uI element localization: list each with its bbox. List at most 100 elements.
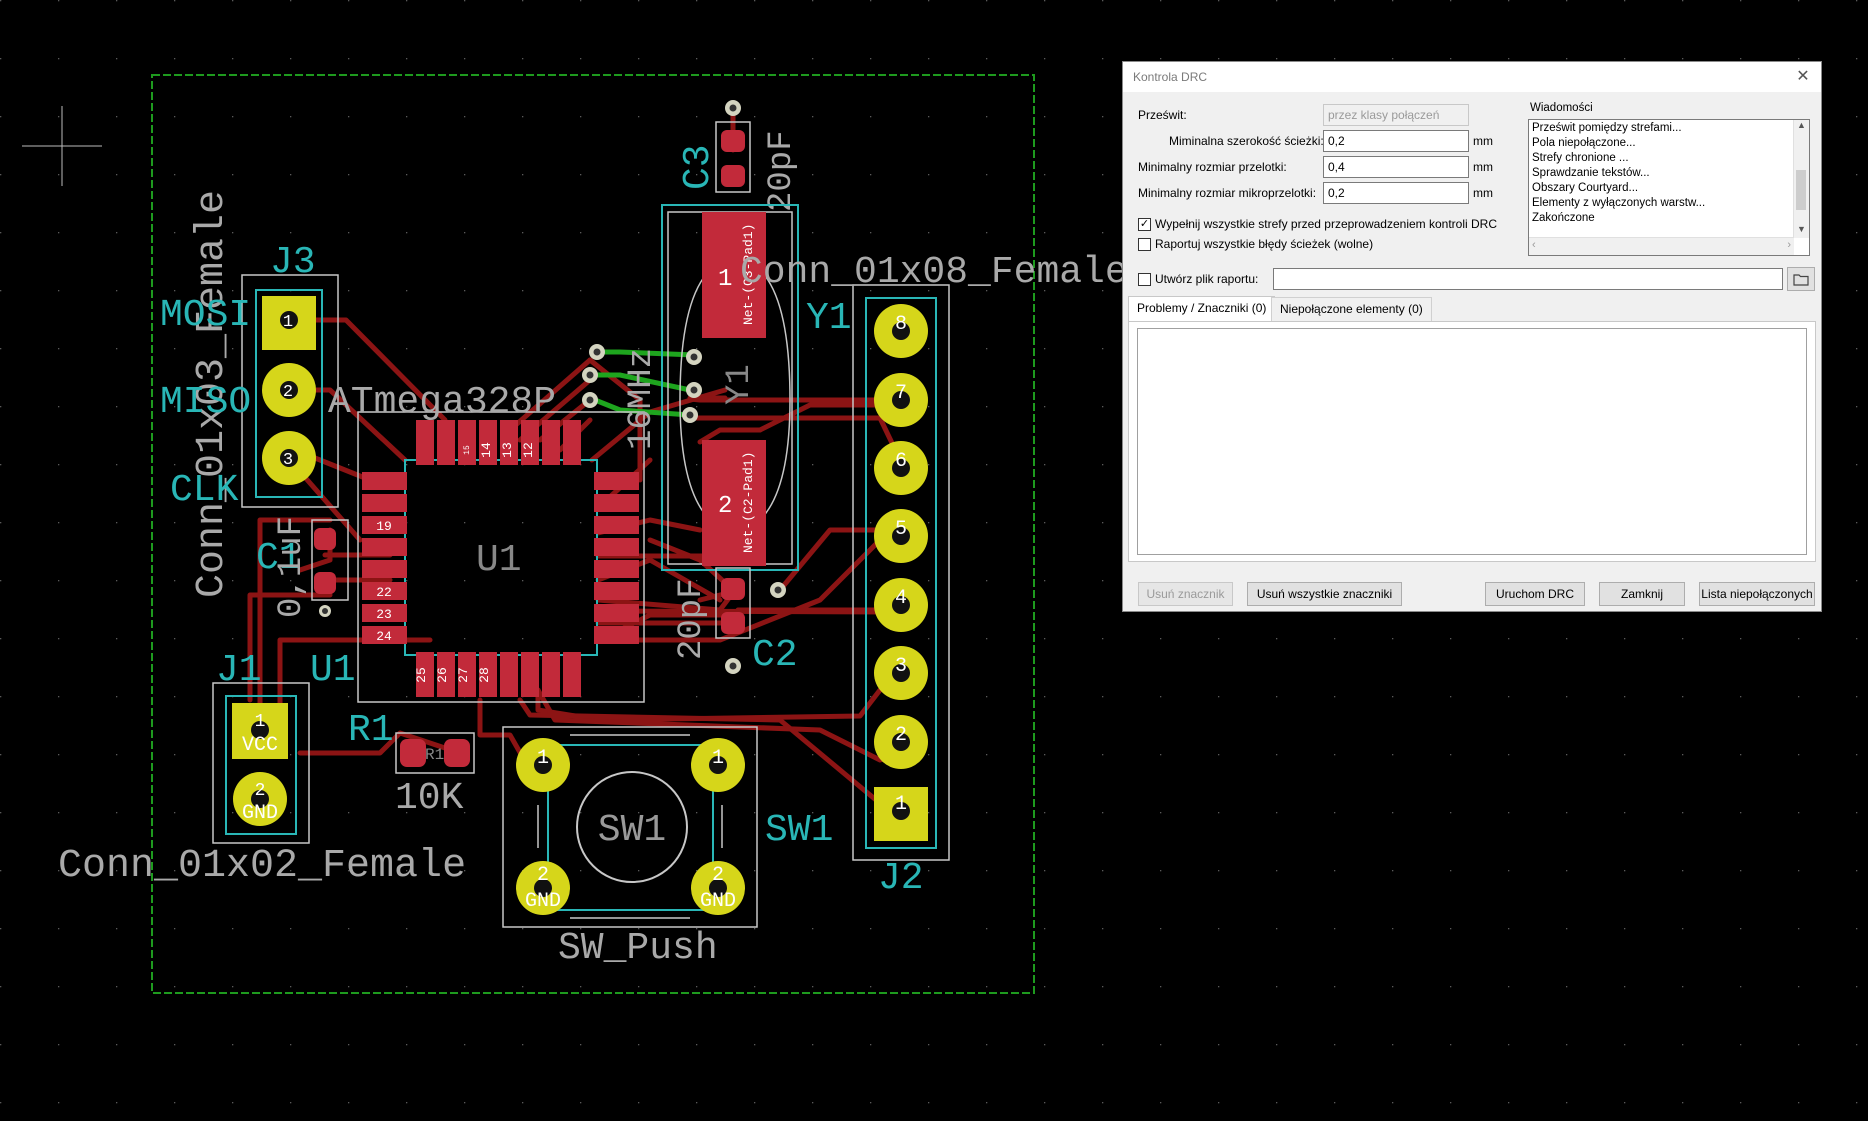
y1-ref-label: Y1 bbox=[806, 297, 852, 340]
delete-all-markers-button[interactable]: Usuń wszystkie znaczniki bbox=[1247, 582, 1402, 606]
j3-footprint bbox=[241, 274, 339, 508]
sw1-gnd-right-label: GND bbox=[700, 890, 736, 913]
report-file-label: Utwórz plik raportu: bbox=[1155, 272, 1259, 286]
min-via-unit: mm bbox=[1473, 160, 1493, 174]
j1-pin-2: 2 bbox=[255, 781, 266, 801]
dialog-title: Kontrola DRC bbox=[1133, 70, 1208, 84]
net-c2-label: Net-(C2-Pad1) bbox=[741, 452, 756, 553]
svg-text:24: 24 bbox=[376, 629, 392, 644]
miso-label: MISO bbox=[160, 381, 251, 424]
message-line: Pola niepołączone... bbox=[1532, 137, 1636, 149]
svg-text:28: 28 bbox=[477, 667, 492, 683]
message-line: Obszary Courtyard... bbox=[1532, 182, 1639, 194]
report-file-input[interactable] bbox=[1273, 268, 1783, 290]
svg-text:22: 22 bbox=[376, 585, 392, 600]
markers-panel bbox=[1128, 321, 1816, 562]
messages-list[interactable]: Prześwit pomiędzy strefami... Pola niepo… bbox=[1528, 119, 1810, 256]
scrollbar-thumb[interactable] bbox=[1796, 170, 1806, 210]
j3-ref-label: J3 bbox=[270, 241, 316, 284]
u1-fab-label: U1 bbox=[476, 539, 522, 582]
u1-ref-label: U1 bbox=[310, 649, 356, 692]
scroll-right-icon[interactable]: › bbox=[1787, 239, 1791, 251]
r1-fab-label: R1 bbox=[425, 746, 444, 764]
svg-text:2: 2 bbox=[895, 724, 907, 747]
min-microvia-size-input[interactable]: 0,2 bbox=[1323, 182, 1469, 204]
scroll-up-icon[interactable]: ▲ bbox=[1797, 120, 1806, 130]
c2-ref-label: C2 bbox=[752, 634, 798, 677]
report-file-checkbox[interactable] bbox=[1138, 273, 1151, 286]
list-unconnected-button[interactable]: Lista niepołączonych bbox=[1699, 582, 1815, 606]
svg-text:2: 2 bbox=[537, 864, 549, 887]
svg-text:8: 8 bbox=[895, 313, 907, 336]
y1-footprint bbox=[582, 204, 799, 571]
delete-marker-button[interactable]: Usuń znacznik bbox=[1138, 582, 1233, 606]
j2-pin-numbers: 8 7 6 5 4 3 2 1 bbox=[895, 313, 907, 816]
svg-text:14: 14 bbox=[479, 442, 494, 458]
sw1-fab-label: SW1 bbox=[598, 809, 666, 852]
j3-pin-1: 1 bbox=[283, 313, 293, 332]
svg-text:23: 23 bbox=[376, 607, 392, 622]
svg-text:25: 25 bbox=[414, 667, 429, 683]
fill-zones-label: Wypełnij wszystkie strefy przed przeprow… bbox=[1155, 217, 1498, 231]
j1-footprint bbox=[212, 682, 310, 844]
j1-vcc-label: VCC bbox=[242, 734, 278, 757]
u1-footprint bbox=[357, 411, 645, 703]
min-track-width-input[interactable]: 0,2 bbox=[1323, 130, 1469, 152]
clearance-label: Prześwit: bbox=[1138, 108, 1187, 122]
message-line: Prześwit pomiędzy strefami... bbox=[1532, 122, 1682, 134]
j3-value-label: Conn_01x03_Female bbox=[190, 190, 235, 598]
folder-icon bbox=[1793, 274, 1809, 286]
close-button[interactable]: Zamknij bbox=[1599, 582, 1685, 606]
j1-pin-1: 1 bbox=[255, 712, 266, 732]
tab-unconnected[interactable]: Niepołączone elementy (0) bbox=[1271, 297, 1432, 321]
messages-label: Wiadomości bbox=[1530, 102, 1593, 114]
sw1-gnd-left-label: GND bbox=[525, 890, 561, 913]
svg-text:1: 1 bbox=[712, 747, 724, 770]
u1-value-label: ATmega328P bbox=[328, 381, 556, 424]
dialog-titlebar[interactable]: Kontrola DRC ✕ bbox=[1123, 62, 1821, 92]
message-line: Sprawdzanie tekstów... bbox=[1532, 167, 1650, 179]
c1-value-label: 0,1uF bbox=[273, 516, 311, 618]
svg-text:6: 6 bbox=[895, 450, 907, 473]
run-drc-button[interactable]: Uruchom DRC bbox=[1485, 582, 1585, 606]
c2-footprint bbox=[715, 567, 786, 674]
svg-text:15: 15 bbox=[463, 445, 472, 455]
c3-footprint bbox=[715, 100, 751, 193]
svg-text:26: 26 bbox=[435, 667, 450, 683]
svg-text:27: 27 bbox=[456, 667, 471, 683]
clearance-field: przez klasy połączeń bbox=[1323, 104, 1469, 126]
message-line: Zakończone bbox=[1532, 212, 1595, 224]
message-line: Elementy z wyłączonych warstw... bbox=[1532, 197, 1706, 209]
y1-value-label: 16MHz bbox=[623, 348, 661, 450]
svg-text:12: 12 bbox=[521, 442, 536, 458]
min-microvia-label: Minimalny rozmiar mikroprzelotki: bbox=[1138, 186, 1317, 200]
min-via-size-input[interactable]: 0,4 bbox=[1323, 156, 1469, 178]
j1-gnd-label: GND bbox=[242, 802, 278, 825]
board-edge bbox=[151, 74, 1035, 994]
y1-fab-label: Y1 bbox=[721, 364, 759, 405]
scroll-left-icon[interactable]: ‹ bbox=[1532, 239, 1536, 251]
tab-problems[interactable]: Problemy / Znaczniki (0) bbox=[1128, 296, 1276, 322]
j2-footprint bbox=[852, 284, 950, 861]
message-line: Strefy chronione ... bbox=[1532, 152, 1629, 164]
svg-text:1: 1 bbox=[537, 747, 549, 770]
report-tracks-checkbox[interactable] bbox=[1138, 238, 1151, 251]
vertical-scrollbar[interactable]: ▲ ▼ bbox=[1793, 120, 1809, 238]
close-icon[interactable]: ✕ bbox=[1796, 68, 1810, 85]
j3-pin-2: 2 bbox=[283, 383, 293, 402]
svg-text:13: 13 bbox=[500, 442, 515, 458]
horizontal-scrollbar[interactable]: ‹ › bbox=[1529, 237, 1794, 255]
u1-pin-numbers: 14 13 12 15 19 22 23 24 25 26 27 28 bbox=[376, 442, 536, 683]
svg-text:2: 2 bbox=[712, 864, 724, 887]
scroll-down-icon[interactable]: ▼ bbox=[1797, 224, 1806, 234]
browse-folder-button[interactable] bbox=[1787, 267, 1815, 291]
svg-text:5: 5 bbox=[895, 518, 907, 541]
j1-ref-label: J1 bbox=[216, 649, 262, 692]
c1-footprint bbox=[311, 519, 349, 617]
r1-value-label: 10K bbox=[395, 777, 464, 820]
report-tracks-label: Raportuj wszystkie błędy ścieżek (wolne) bbox=[1155, 237, 1374, 251]
fill-zones-checkbox[interactable]: ✓ bbox=[1138, 218, 1151, 231]
svg-text:3: 3 bbox=[895, 655, 907, 678]
svg-text:4: 4 bbox=[895, 587, 907, 610]
markers-list[interactable] bbox=[1137, 328, 1807, 555]
